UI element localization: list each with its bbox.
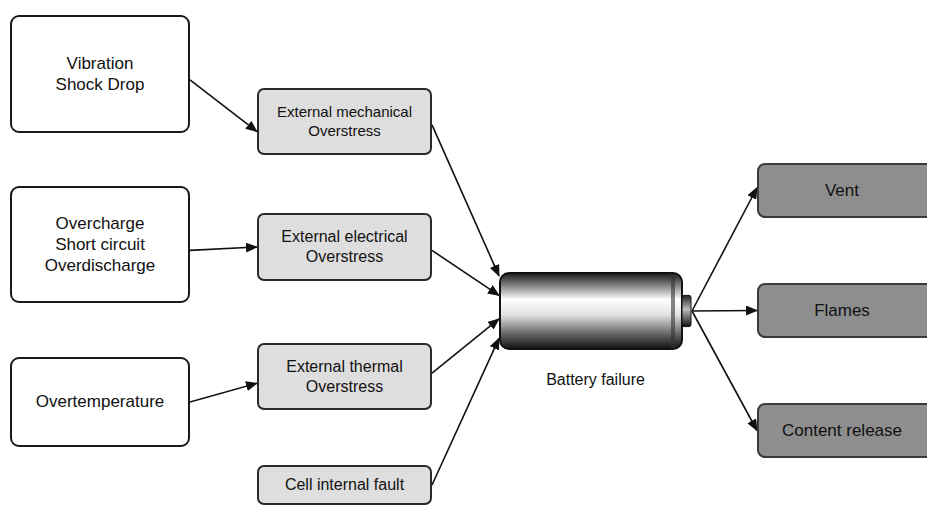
arrow-connector (692, 188, 757, 311)
box-label: Content release (760, 420, 925, 441)
box-label: Flames (760, 300, 925, 321)
arrow-connector (190, 80, 257, 132)
arrow-connector (692, 310, 757, 312)
arrow-connector (432, 125, 499, 276)
arrow-connector (432, 319, 499, 373)
stress-box: External thermal Overstress (257, 343, 432, 410)
box-label: Cell internal fault (262, 475, 427, 495)
arrow-connector (190, 383, 257, 402)
arrow-connector (190, 247, 257, 250)
box-label: Overcharge Short circuit Overdischarge (38, 213, 163, 277)
arrow-connector (692, 311, 757, 431)
arrow-connector (432, 338, 499, 485)
box-label: External electrical Overstress (262, 227, 427, 267)
cause-box: Overcharge Short circuit Overdischarge (10, 186, 190, 303)
cause-box: Overtemperature (10, 357, 190, 447)
box-label: External thermal Overstress (262, 357, 427, 397)
battery-label: Battery failure (546, 370, 645, 390)
cause-box: Vibration Shock Drop (10, 15, 190, 133)
box-label: Overtemperature (15, 391, 185, 412)
stress-box: External electrical Overstress (257, 213, 432, 281)
battery-illustration (499, 272, 692, 350)
outcome-box: Flames (757, 283, 927, 338)
battery-cell: Battery failure (499, 272, 692, 350)
outcome-box: Content release (757, 403, 927, 458)
arrow-connector (432, 250, 499, 295)
stress-box: External mechanical Overstress (257, 88, 432, 155)
outcome-box: Vent (757, 163, 927, 218)
box-label: Vibration Shock Drop (45, 53, 155, 96)
box-label: Vent (760, 180, 925, 201)
box-label: External mechanical Overstress (262, 103, 427, 141)
stress-box: Cell internal fault (257, 465, 432, 505)
